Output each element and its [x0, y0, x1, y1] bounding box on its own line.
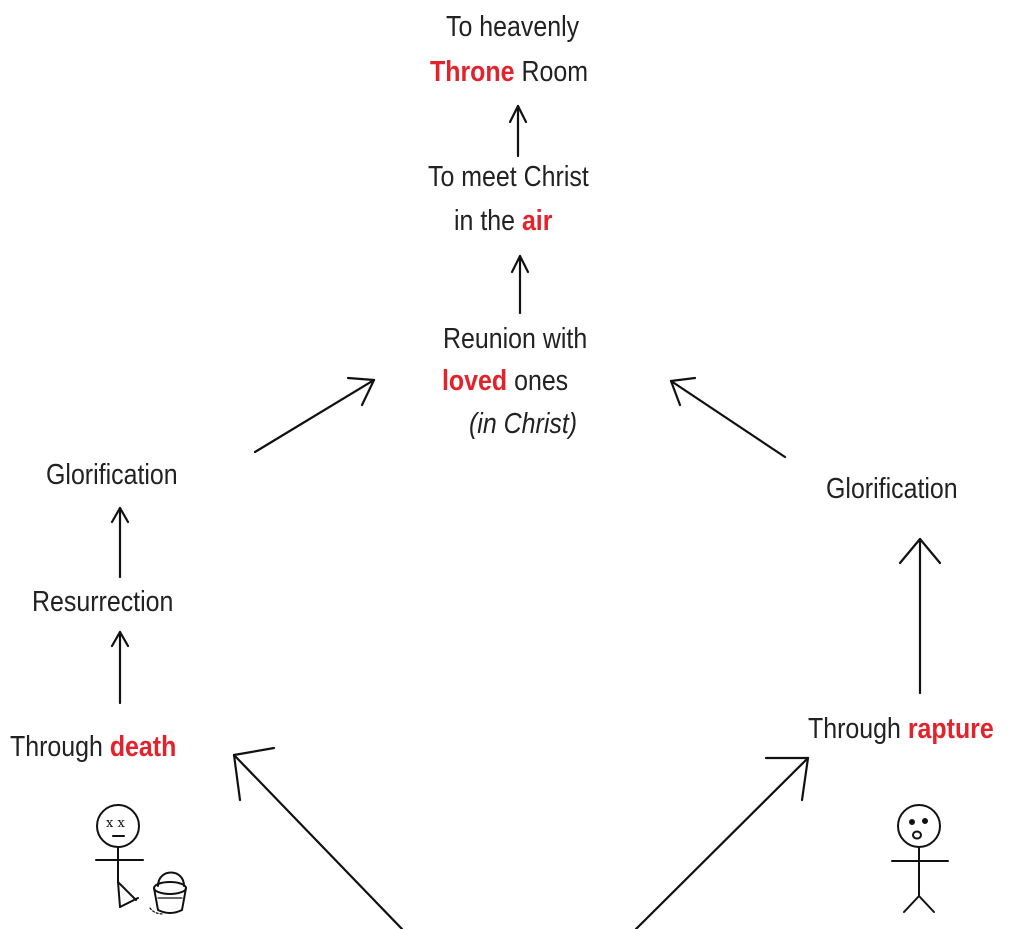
air-highlight: air: [521, 205, 553, 237]
bucket-icon: [149, 871, 187, 915]
in-christ: (in Christ): [469, 408, 578, 440]
right-glorification: Glorification: [826, 473, 958, 505]
arrow-reunion-to-air: [510, 254, 530, 315]
reunion-line2: loved ones: [442, 364, 568, 399]
reunion-line1: Reunion with: [443, 323, 588, 355]
throne-highlight: Throne: [430, 56, 515, 88]
throne-room-line2: Throne Room: [430, 55, 588, 90]
arrow-resurrection-to-glorification: [110, 506, 130, 579]
air-pre: in the: [454, 205, 522, 237]
arrow-bottom-to-rapture: [634, 756, 810, 929]
left-glorification: Glorification: [46, 459, 178, 491]
throne-room-label: To heavenly: [446, 10, 579, 45]
meet-christ-line1: To meet Christ: [428, 161, 589, 193]
svg-text:x x: x x: [106, 816, 125, 831]
through-death-label: Through death: [10, 730, 176, 765]
through-death-pre: Through: [10, 731, 110, 763]
through-rapture-pre: Through: [808, 713, 908, 745]
reunion-line3: (in Christ): [469, 407, 577, 442]
dead-stick-figure-icon: x x: [95, 804, 144, 908]
through-rapture-label: Through rapture: [808, 712, 994, 747]
left-resurrection: Resurrection: [32, 586, 174, 618]
rapture-highlight: rapture: [907, 713, 994, 745]
arrow-right-glorification-to-reunion: [669, 376, 787, 459]
arrow-bottom-to-death: [232, 746, 404, 929]
throne-rest: Room: [514, 56, 588, 88]
throne-line1: To heavenly: [446, 11, 580, 43]
death-highlight: death: [109, 731, 177, 763]
loved-highlight: loved: [442, 365, 508, 397]
meet-christ-label: To meet Christ: [428, 160, 589, 195]
arrow-air-to-throne: [508, 104, 528, 158]
surprised-stick-figure-icon: [891, 804, 949, 913]
reunion-rest: ones: [507, 365, 569, 397]
arrow-death-to-resurrection: [110, 630, 130, 705]
meet-christ-line2: in the air: [454, 204, 552, 239]
arrow-rapture-to-glorification: [898, 537, 942, 695]
arrow-left-glorification-to-reunion: [253, 376, 376, 454]
reunion-label: Reunion with: [443, 322, 587, 357]
